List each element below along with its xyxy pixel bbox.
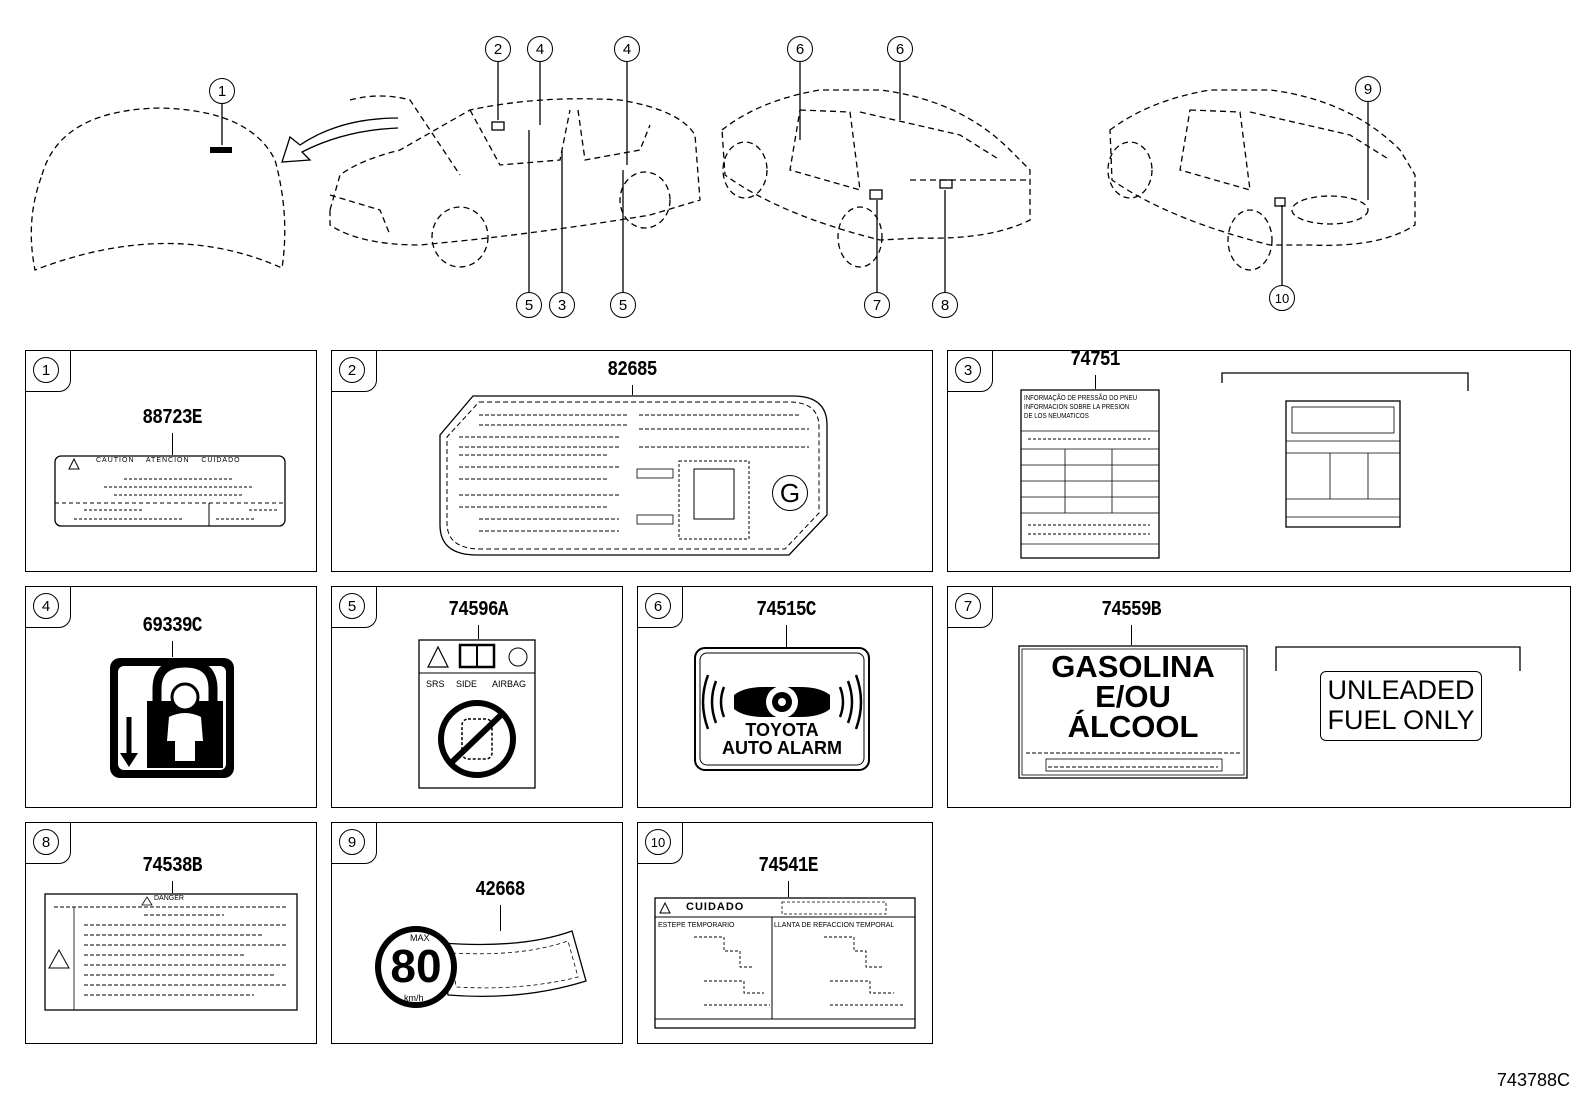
- callout-5: 5: [610, 292, 636, 318]
- panel-2: 2 82685 G: [331, 350, 933, 572]
- cuidado-label: [654, 897, 916, 1029]
- cuidado-text: CUIDADO: [686, 901, 745, 913]
- toyota-text: TOYOTA: [745, 720, 819, 740]
- auto-alarm-text: AUTO ALARM: [722, 738, 842, 758]
- g-mark: G: [772, 475, 808, 511]
- label-74751-alt: [1221, 372, 1469, 528]
- panel-9-number: 9: [339, 829, 365, 855]
- panel-8-number: 8: [33, 829, 59, 855]
- label-88723e: [54, 455, 286, 527]
- tire-info-es2: DE LOS NEUMATICOS: [1024, 411, 1089, 420]
- panel-5-number: 5: [339, 593, 365, 619]
- alcool-text: ÁLCOOL: [1067, 709, 1199, 744]
- panel-6-part-number: 74515C: [756, 599, 816, 622]
- callout-6: 6: [887, 36, 913, 62]
- side-text: SIDE: [456, 679, 478, 689]
- callout-2: 2: [485, 36, 511, 62]
- callout-4: 4: [614, 36, 640, 62]
- label-74751: [1020, 389, 1160, 559]
- panel-3-part-number: 74751: [1070, 349, 1120, 372]
- callout-8: 8: [932, 292, 958, 318]
- panel-2-number: 2: [339, 357, 365, 383]
- label-82685: [439, 395, 828, 556]
- label-88723e-caution-row: CAUTION ATENCION CUIDADO: [96, 457, 241, 464]
- callout-3: 3: [549, 292, 575, 318]
- panel-3-number: 3: [955, 357, 981, 383]
- unleaded-bracket: [1275, 646, 1521, 671]
- panel-4-part-number: 69339C: [142, 615, 202, 638]
- child-lock-icon: [110, 658, 234, 778]
- speed-unit-text: km/h: [404, 993, 424, 1003]
- diagram-code: 743788C: [1496, 1070, 1570, 1090]
- panel-1-number: 1: [33, 357, 59, 383]
- vehicle-illustrations: [30, 62, 1416, 292]
- panel-9-part-number: 42668: [475, 879, 525, 902]
- e-ou-text: E/OU: [1095, 679, 1171, 714]
- panel-4-number: 4: [33, 593, 59, 619]
- panel-10: 10 74541E CUIDADO ESTEPE TEMPORARIO LLAN…: [637, 822, 933, 1044]
- auto-alarm-label: [694, 647, 870, 771]
- callout-4: 4: [527, 36, 553, 62]
- srs-text: SRS: [426, 679, 445, 689]
- panel-5: 5 74596A SRS SIDE AIRBAG: [331, 586, 623, 808]
- panel-9: 9 42668 MAX 80 km/h: [331, 822, 623, 1044]
- panel-2-part-number: 82685: [607, 359, 657, 382]
- tire-info-es: INFORMACION SOBRE LA PRESION: [1024, 402, 1130, 411]
- srs-side-airbag-label: [418, 639, 536, 789]
- gasolina-text: GASOLINA: [1051, 649, 1215, 684]
- fuel-only-text: FUEL ONLY: [1327, 705, 1475, 735]
- speed-max-text: MAX: [410, 933, 430, 943]
- danger-label: [44, 893, 298, 1011]
- airbag-text: AIRBAG: [492, 679, 527, 689]
- panel-8: 8 74538B DANGER: [25, 822, 317, 1044]
- callout-7: 7: [864, 292, 890, 318]
- panel-3: 3 74751 INFORMAÇÃO DE PRESSÃO DO PNEU IN…: [947, 349, 1571, 572]
- panel-7-part-number: 74559B: [1101, 599, 1161, 622]
- speed-value-text: 80: [390, 940, 442, 992]
- panel-7: 7 74559B GASOLINA E/OU ÁLCOOL UNLEADED F…: [947, 586, 1571, 808]
- callout-9: 9: [1355, 76, 1381, 102]
- panel-4: 4 69339C: [25, 586, 317, 808]
- callout-5: 5: [516, 292, 542, 318]
- tire-info-pt: INFORMAÇÃO DE PRESSÃO DO PNEU: [1024, 393, 1138, 402]
- panel-7-number: 7: [955, 593, 981, 619]
- gasolina-label-frame: [1018, 645, 1248, 779]
- danger-text: DANGER: [154, 895, 184, 902]
- llanta-text: LLANTA DE REFACCION TEMPORAL: [774, 922, 895, 929]
- unleaded-text: UNLEADED: [1327, 675, 1475, 705]
- panel-1: 1 88723E CAUTION ATENCION CUIDADO: [25, 350, 317, 572]
- panel-8-part-number: 74538B: [142, 855, 202, 878]
- panel-5-part-number: 74596A: [448, 599, 508, 622]
- panel-1-part-number: 88723E: [142, 407, 202, 430]
- panel-10-number: 10: [645, 829, 671, 855]
- panel-10-part-number: 74541E: [758, 855, 818, 878]
- callout-6: 6: [787, 36, 813, 62]
- callout-1: 1: [209, 78, 235, 104]
- unleaded-label: [1320, 671, 1482, 741]
- panel-6: 6 74515C TOYOTA AUTO ALARM: [637, 586, 933, 808]
- callout-10: 10: [1269, 285, 1295, 311]
- estepe-text: ESTEPE TEMPORARIO: [658, 922, 735, 929]
- panel-6-number: 6: [645, 593, 671, 619]
- speed-limit-label: [375, 926, 587, 1008]
